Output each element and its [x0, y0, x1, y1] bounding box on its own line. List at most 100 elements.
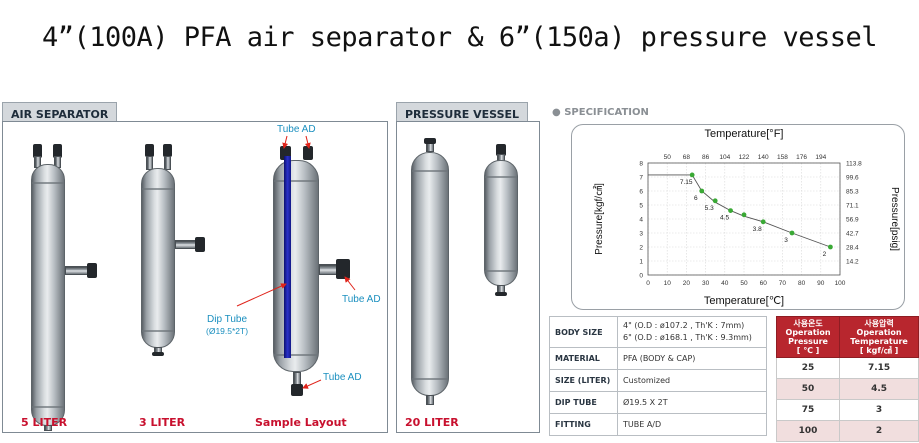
series-line — [648, 174, 831, 248]
header-korean: 사용압력 — [864, 319, 894, 328]
top-tick-label: 194 — [815, 154, 826, 161]
y-axis-label: Pressure[kgf/㎠] — [593, 183, 605, 255]
operation-row: 75 3 — [775, 399, 919, 421]
x-axis-label: Temperature[℃] — [704, 295, 784, 307]
x-tick-label: 30 — [702, 280, 710, 287]
spec-value: 4" (O.D : ø107.2 , Th'K : 7mm) 6" (O.D :… — [617, 316, 767, 348]
top-axis-label: Temperature[°F] — [705, 128, 784, 140]
operation-cell: 100 — [775, 420, 841, 442]
data-point — [741, 212, 747, 218]
annotation-arrows — [236, 135, 356, 389]
data-point — [789, 230, 795, 236]
sample-layout-label: Sample Layout — [255, 416, 347, 429]
data-point — [760, 219, 766, 225]
tube-ad-side-annotation: Tube AD — [342, 294, 381, 305]
top-tick-label: 176 — [796, 154, 807, 161]
x-tick-label: 0 — [646, 280, 650, 287]
header-unit: [ ℃ ] — [796, 346, 820, 355]
page-title: 4”(100A) PFA air separator & 6”(150a) pr… — [41, 22, 878, 53]
operation-cell: 4.5 — [839, 378, 919, 400]
spec-row: SIZE (LITER) Customized — [549, 369, 767, 392]
operation-row: 100 2 — [775, 420, 919, 442]
spec-value: PFA (BODY & CAP) — [617, 347, 767, 370]
y-tick-label: 2 — [639, 245, 643, 252]
right-tick-label: 85.3 — [846, 189, 859, 196]
header-english: Operation — [785, 328, 831, 337]
operation-cell: 75 — [775, 399, 841, 421]
plot-frame — [647, 162, 841, 276]
x-tick-label: 40 — [721, 280, 729, 287]
spec-key: FITTING — [549, 413, 618, 436]
spec-value: Customized — [617, 369, 767, 392]
pressure-vessel-panel: 20 LITER — [396, 121, 540, 433]
y-tick-label: 4 — [639, 217, 643, 224]
data-label: 3 — [784, 237, 788, 244]
data-label: 6 — [694, 195, 698, 202]
right-axis-label: Pressure[psig] — [889, 187, 900, 251]
tube-ad-top-annotation: Tube AD — [277, 124, 316, 135]
data-label: 3.8 — [753, 226, 762, 233]
x-tick-label: 20 — [683, 280, 691, 287]
top-tick-label: 104 — [719, 154, 730, 161]
y-tick-label: 3 — [639, 231, 643, 238]
x-tick-label: 50 — [740, 280, 748, 287]
y-tick-label: 6 — [639, 189, 643, 196]
right-tick-label: 14.2 — [846, 259, 859, 266]
data-label: 7.15 — [680, 179, 693, 186]
y-tick-label: 5 — [639, 203, 643, 210]
data-point — [712, 198, 718, 204]
top-tick-label: 50 — [664, 154, 672, 161]
header-korean: 사용온도 — [793, 319, 823, 328]
data-point — [728, 208, 733, 213]
right-tick-label: 56.9 — [846, 217, 859, 224]
header-english: Temperature — [850, 337, 908, 346]
spec-value: TUBE A/D — [617, 413, 767, 436]
spec-value-line: 6" (O.D : ø168.1 , Th'K : 9.3mm) — [623, 333, 752, 342]
x-tick-label: 80 — [798, 280, 806, 287]
specification-table: BODY SIZE 4" (O.D : ø107.2 , Th'K : 7mm)… — [549, 316, 767, 436]
spec-row: BODY SIZE 4" (O.D : ø107.2 , Th'K : 7mm)… — [549, 316, 767, 348]
header-english: Pressure — [788, 337, 828, 346]
operation-cell: 7.15 — [839, 357, 919, 379]
y-tick-label: 0 — [639, 273, 643, 280]
five-liter-label: 5 LITER — [21, 416, 68, 429]
top-tick-label: 158 — [777, 154, 788, 161]
operation-header: 사용온도 Operation Pressure [ ℃ ] — [775, 316, 841, 358]
x-tick-label: 70 — [779, 280, 787, 287]
air-separator-tab: AIR SEPARATOR — [2, 102, 118, 125]
x-tick-label: 90 — [817, 280, 825, 287]
spec-row: MATERIAL PFA (BODY & CAP) — [549, 347, 767, 370]
top-tick-label: 122 — [739, 154, 750, 161]
twenty-liter-label: 20 LITER — [405, 416, 459, 429]
top-tick-label: 68 — [683, 154, 691, 161]
spec-value-line: 4" (O.D : ø107.2 , Th'K : 7mm) — [623, 321, 745, 330]
right-tick-label: 28.4 — [846, 245, 859, 252]
y-tick-label: 1 — [639, 259, 643, 266]
data-label: 5.3 — [705, 205, 714, 212]
right-tick-label: 99.6 — [846, 175, 859, 182]
operation-table: 사용온도 Operation Pressure [ ℃ ] 사용압력 Opera… — [775, 316, 919, 442]
y-tick-label: 7 — [639, 175, 643, 182]
spec-key: SIZE (LITER) — [549, 369, 618, 392]
data-point — [689, 172, 695, 178]
operation-cell: 2 — [839, 420, 919, 442]
data-point — [699, 188, 705, 194]
spec-row: FITTING TUBE A/D — [549, 413, 767, 436]
header-english: Operation — [856, 328, 902, 337]
right-tick-label: 113.8 — [846, 161, 862, 168]
right-tick-label: 71.1 — [846, 203, 859, 210]
x-tick-label: 60 — [760, 280, 768, 287]
spec-key: MATERIAL — [549, 347, 618, 370]
air-separator-panel: 5 LITER 3 LITER Sample Layout — [2, 121, 388, 433]
header-unit: [ kgf/㎠ ] — [859, 346, 899, 355]
operation-row: 25 7.15 — [775, 357, 919, 379]
spec-value: Ø19.5 X 2T — [617, 391, 767, 414]
y-tick-label: 8 — [639, 161, 643, 168]
spec-key: BODY SIZE — [549, 316, 618, 348]
data-point — [828, 244, 833, 250]
operation-header-row: 사용온도 Operation Pressure [ ℃ ] 사용압력 Opera… — [775, 316, 919, 358]
operation-row: 50 4.5 — [775, 378, 919, 400]
spec-row: DIP TUBE Ø19.5 X 2T — [549, 391, 767, 414]
